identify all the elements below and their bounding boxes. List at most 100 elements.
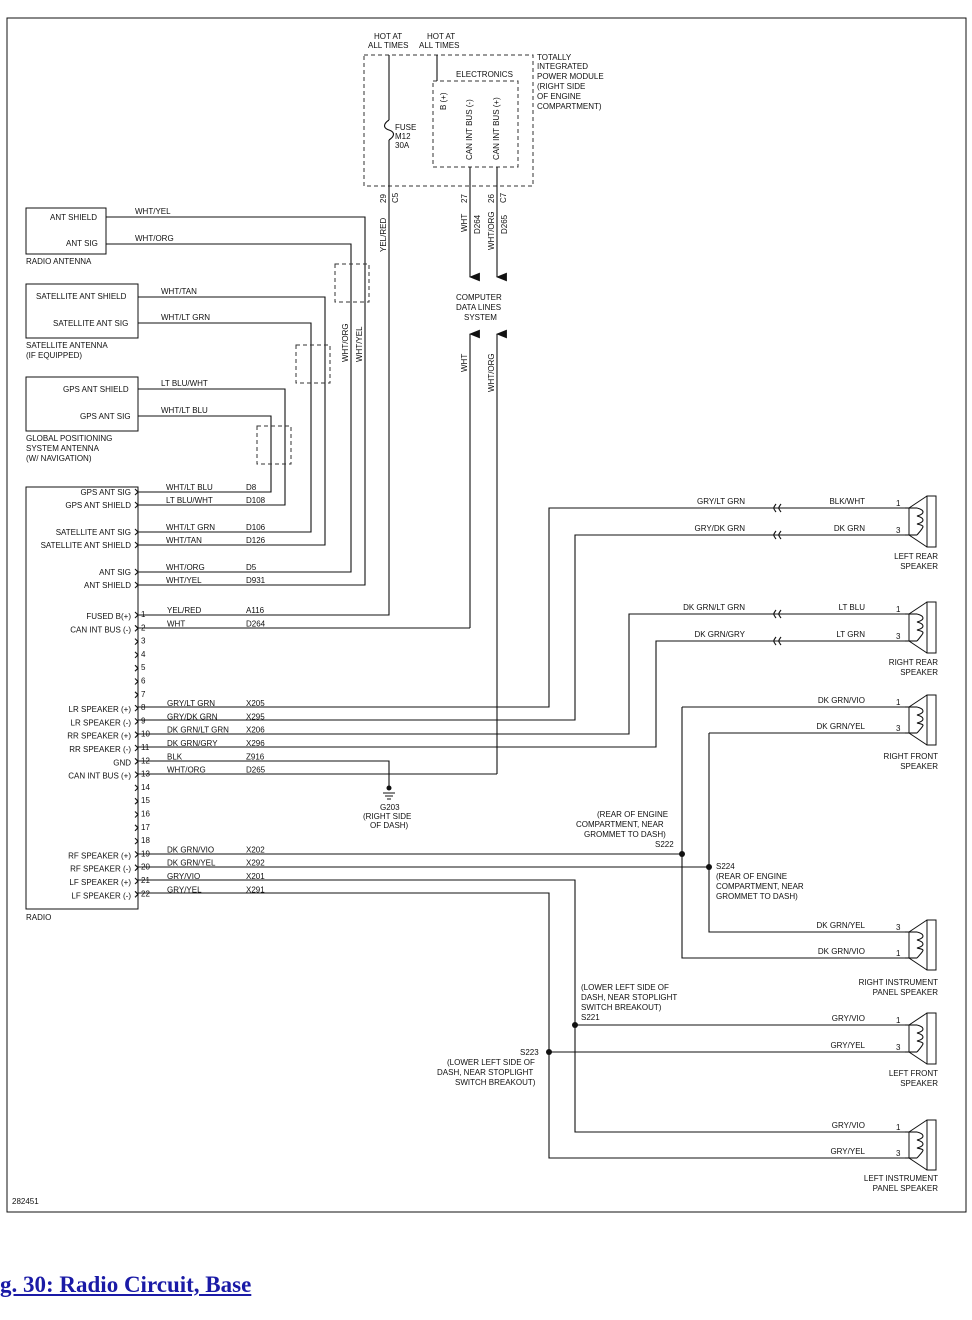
fuse-label-1: M12 xyxy=(395,132,411,141)
vert-wht: WHT xyxy=(460,354,469,372)
speaker-cone xyxy=(908,1012,928,1065)
radio-pin-chevron xyxy=(134,744,139,752)
radio-pin-num: 16 xyxy=(141,810,150,819)
splice-labels: (REAR OF ENGINE COMPARTMENT, NEAR GROMME… xyxy=(437,810,804,1087)
wire-gps-sig xyxy=(138,415,272,493)
radio-ant-shield-label: ANT SHIELD xyxy=(50,213,97,222)
radio-pin-label: CAN INT BUS (-) xyxy=(70,625,131,634)
speaker-magnet xyxy=(926,694,937,746)
speaker-magnet xyxy=(926,919,937,971)
speaker-name: RIGHT INSTRUMENT xyxy=(859,978,939,987)
radio-name: RADIO xyxy=(26,913,51,922)
radio-pin-chevron xyxy=(134,704,139,712)
wire-ground xyxy=(138,760,390,788)
radio-pin-num: 18 xyxy=(141,836,150,845)
radio-pin-chevron xyxy=(134,837,139,845)
speaker-cone xyxy=(908,694,928,746)
tipm-wire-d264: D264 xyxy=(473,214,482,234)
radio-pin-circuit: X296 xyxy=(246,739,265,748)
s222-loc-1: COMPARTMENT, NEAR xyxy=(576,820,664,829)
speaker-wire-right: BLK/WHT xyxy=(829,497,865,506)
radio-pin-label: RF SPEAKER (+) xyxy=(68,851,131,860)
wire-ant-shield xyxy=(106,216,366,586)
radio-pin-label: RF SPEAKER (-) xyxy=(70,865,131,874)
radio-pin-chevron xyxy=(134,811,139,818)
speaker-pin: 3 xyxy=(896,1149,901,1158)
gps-antenna-name-2: (W/ NAVIGATION) xyxy=(26,454,92,463)
wire-fused-bplus xyxy=(138,186,390,616)
radio-pin-circuit: X295 xyxy=(246,712,265,721)
splice-s224-dot xyxy=(706,864,712,870)
speaker-pin: 3 xyxy=(896,923,901,932)
speaker-name: SPEAKER xyxy=(900,762,938,771)
radio-pin-chevron xyxy=(134,864,139,872)
can-plus-label: CAN INT BUS (+) xyxy=(492,97,501,160)
gps-ant-wire-1: LT BLU/WHT xyxy=(161,379,208,388)
ant-connector-2 xyxy=(295,344,331,384)
radio-pin-chevron xyxy=(134,678,139,685)
s224-loc-1: COMPARTMENT, NEAR xyxy=(716,882,804,891)
tipm-hot-1b: ALL TIMES xyxy=(368,41,408,50)
satellite-antenna: SATELLITE ANT SHIELD SATELLITE ANT SIG S… xyxy=(25,283,210,360)
antenna-wiring: WHT/ORG WHT/YEL xyxy=(106,216,370,586)
electronics-box xyxy=(432,80,519,168)
speaker-coil xyxy=(916,931,924,959)
s223-loc-1: DASH, NEAR STOPLIGHT xyxy=(437,1068,533,1077)
ant-connector-3 xyxy=(256,425,292,465)
tipm-label-3: (RIGHT SIDE xyxy=(537,82,585,91)
radio-top-pin-wire: WHT/TAN xyxy=(166,536,202,545)
speaker-coil xyxy=(916,613,924,642)
ground-name: G203 xyxy=(380,803,400,812)
speaker-coil xyxy=(916,507,924,536)
speaker-name: SPEAKER xyxy=(900,562,938,571)
radio-top-pin-label: ANT SIG xyxy=(99,568,131,577)
gps-antenna-name-0: GLOBAL POSITIONING xyxy=(26,434,112,443)
radio-antenna-box xyxy=(25,207,107,255)
speaker-pin: 3 xyxy=(896,1043,901,1052)
sat-ant-shield-label: SATELLITE ANT SHIELD xyxy=(36,292,127,301)
speaker-wiring xyxy=(138,503,905,1159)
tipm-label-0: TOTALLY xyxy=(537,53,572,62)
tipm-hot-1a: HOT AT xyxy=(374,32,402,41)
radio-top-pin-wire: WHT/LT BLU xyxy=(166,483,213,492)
gps-ant-sig-label: GPS ANT SIG xyxy=(80,412,131,421)
radio-pin-chevron xyxy=(134,890,139,898)
ground-symbol xyxy=(383,792,395,800)
radio-top-pin-chevron xyxy=(134,568,139,576)
ground-loc-1: OF DASH) xyxy=(370,821,409,830)
wire-rf-minus-branch xyxy=(708,732,905,933)
splice-s223-dot xyxy=(546,1049,552,1055)
speaker-wire-right: DK GRN xyxy=(834,524,865,533)
radio-pin-circuit: A116 xyxy=(246,606,265,615)
s224-loc-0: (REAR OF ENGINE xyxy=(716,872,787,881)
wire-sat-sig xyxy=(138,322,312,533)
radio-pin-label: GND xyxy=(113,758,131,767)
figure-caption[interactable]: g. 30: Radio Circuit, Base xyxy=(0,1272,252,1297)
speaker-wire-left: GRY/LT GRN xyxy=(697,497,745,506)
radio-top-pin-label: ANT SHIELD xyxy=(84,581,131,590)
radio-pin-circuit: X202 xyxy=(246,845,265,854)
vert-whtyel-1: WHT/YEL xyxy=(355,326,364,362)
radio-pin-label: RR SPEAKER (-) xyxy=(69,745,131,754)
radio-pin-num: 14 xyxy=(141,783,150,792)
cdl-label-2: SYSTEM xyxy=(464,313,497,322)
s223-loc-0: (LOWER LEFT SIDE OF xyxy=(447,1058,535,1067)
radio-pin-num: 8 xyxy=(141,703,146,712)
radio-antenna-name: RADIO ANTENNA xyxy=(26,257,92,266)
speaker-name: RIGHT REAR xyxy=(889,658,938,667)
s222-loc-2: GROMMET TO DASH) xyxy=(584,830,666,839)
inline-conn-lr xyxy=(773,503,782,540)
speaker-pin: 3 xyxy=(896,526,901,535)
computer-data-lines: COMPUTER DATA LINES SYSTEM WHT WHT/ORG xyxy=(456,186,507,774)
inline-conn-rr xyxy=(773,609,782,646)
sat-ant-sig-label: SATELLITE ANT SIG xyxy=(53,319,128,328)
power-can-wiring: G203 (RIGHT SIDE OF DASH) xyxy=(138,186,497,830)
radio-pin-num: 3 xyxy=(141,637,146,646)
radio-top-pin-chevron xyxy=(134,581,139,589)
speaker-pin: 3 xyxy=(896,632,901,641)
sat-ant-wire-1: WHT/TAN xyxy=(161,287,197,296)
speaker-name: LEFT FRONT xyxy=(889,1069,938,1078)
